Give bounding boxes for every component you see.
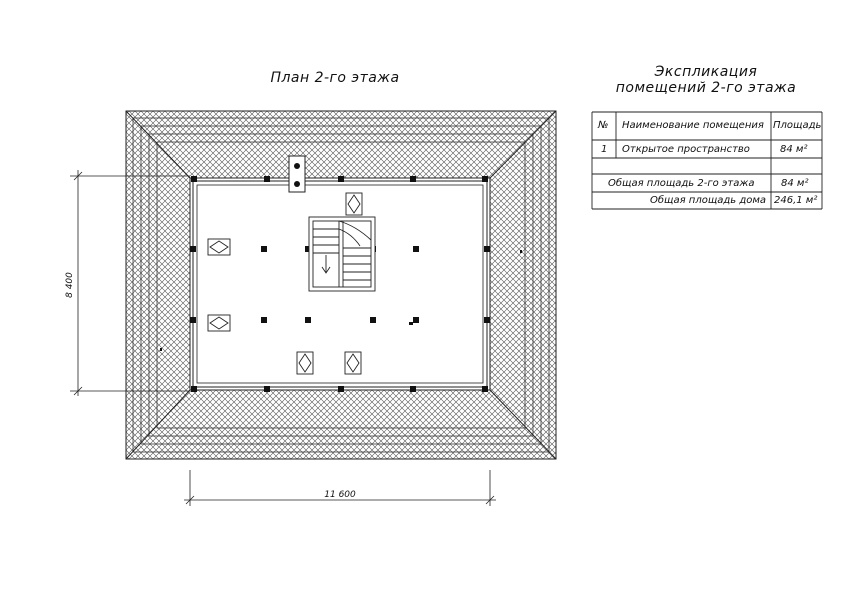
skylight-bottom-1 xyxy=(296,351,314,375)
explication-title-line1: Экспликация xyxy=(654,64,758,80)
dimension-height xyxy=(70,170,190,396)
column xyxy=(305,317,311,323)
column xyxy=(191,386,197,392)
column xyxy=(484,246,490,252)
roof-mark xyxy=(520,250,522,253)
column xyxy=(191,176,197,182)
column xyxy=(410,386,416,392)
column xyxy=(305,246,311,252)
table-header-name: Наименование помещения xyxy=(622,120,764,131)
total-house-label: Общая площадь дома xyxy=(650,195,767,206)
total-floor-value: 84 м² xyxy=(781,178,809,189)
column xyxy=(261,246,267,252)
column xyxy=(338,386,344,392)
floor-mark xyxy=(409,322,413,325)
column xyxy=(264,386,270,392)
total-floor-label: Общая площадь 2-го этажа xyxy=(608,178,755,189)
column xyxy=(261,317,267,323)
column xyxy=(413,246,419,252)
roof-mark xyxy=(160,348,162,351)
column xyxy=(410,176,416,182)
column xyxy=(338,176,344,182)
table-header-num: № xyxy=(598,120,609,131)
column xyxy=(413,317,419,323)
explication-title-line2: помещений 2-го этажа xyxy=(615,80,797,96)
column xyxy=(190,317,196,323)
table-row-area: 84 м² xyxy=(780,144,808,155)
columns xyxy=(190,176,490,392)
table-header-area: Площадь xyxy=(773,120,822,131)
total-house-value: 246,1 м² xyxy=(774,195,818,206)
dimension-height-label: 8 400 xyxy=(65,272,75,298)
column xyxy=(190,246,196,252)
explication-table-grid xyxy=(591,111,823,210)
table-row-num: 1 xyxy=(601,144,608,155)
dimension-width-label: 11 600 xyxy=(324,490,356,500)
column xyxy=(482,386,488,392)
staircase xyxy=(308,216,376,292)
table-row-name: Открытое пространство xyxy=(622,144,750,155)
plan-title: План 2-го этажа xyxy=(270,70,400,86)
dimension-width xyxy=(184,470,496,506)
column xyxy=(484,317,490,323)
column xyxy=(482,176,488,182)
column xyxy=(264,176,270,182)
skylight-bottom-2 xyxy=(344,351,362,375)
explication-title: Экспликация помещений 2-го этажа xyxy=(590,64,822,96)
skylight-top xyxy=(345,192,363,216)
skylight-left-2 xyxy=(207,314,231,332)
skylights xyxy=(207,192,363,375)
chimney xyxy=(288,155,306,193)
column xyxy=(370,317,376,323)
skylight-left-1 xyxy=(207,238,231,256)
